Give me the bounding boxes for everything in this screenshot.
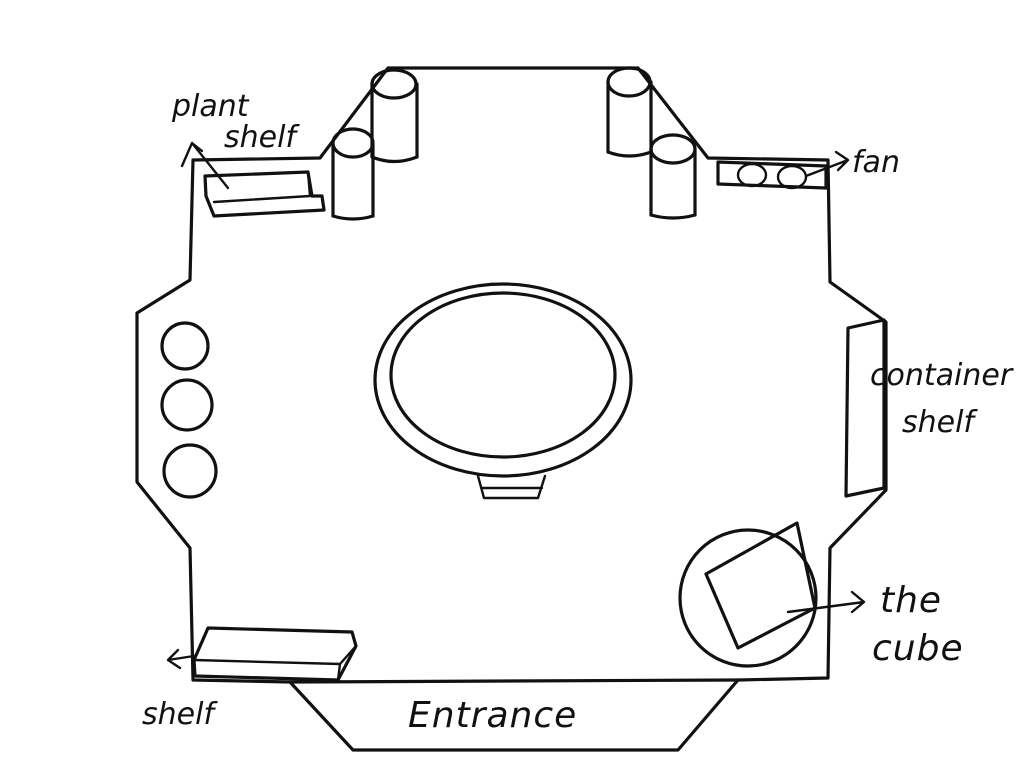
round-items-left — [160, 321, 218, 499]
round-table-center — [373, 282, 633, 500]
entrance-area — [288, 678, 740, 752]
fan — [716, 160, 828, 190]
fan-label: fan — [852, 145, 900, 180]
plant-shelf-arrow — [180, 141, 230, 190]
container-shelf-label-line1: container — [870, 358, 1014, 393]
room-outline — [135, 66, 888, 684]
the-cube-label-line2: cube — [872, 628, 964, 669]
column-group-top-right — [606, 66, 697, 220]
shelf-bottom-left — [192, 626, 358, 682]
entrance-label: Entrance — [408, 695, 577, 736]
shelf-arrow — [166, 648, 196, 670]
plant-shelf-label-line2: shelf — [224, 120, 300, 155]
the-cube — [678, 521, 818, 668]
plant-shelf — [203, 170, 326, 218]
container-shelf-label-line2: shelf — [902, 405, 978, 440]
shelf-label: shelf — [142, 697, 218, 732]
container-shelf — [844, 318, 886, 498]
plant-shelf-label-line1: plant — [171, 89, 250, 124]
fan-arrow — [804, 150, 850, 178]
the-cube-arrow — [786, 590, 866, 614]
column-group-top-left — [331, 68, 419, 221]
the-cube-label-line1: the — [880, 580, 942, 621]
